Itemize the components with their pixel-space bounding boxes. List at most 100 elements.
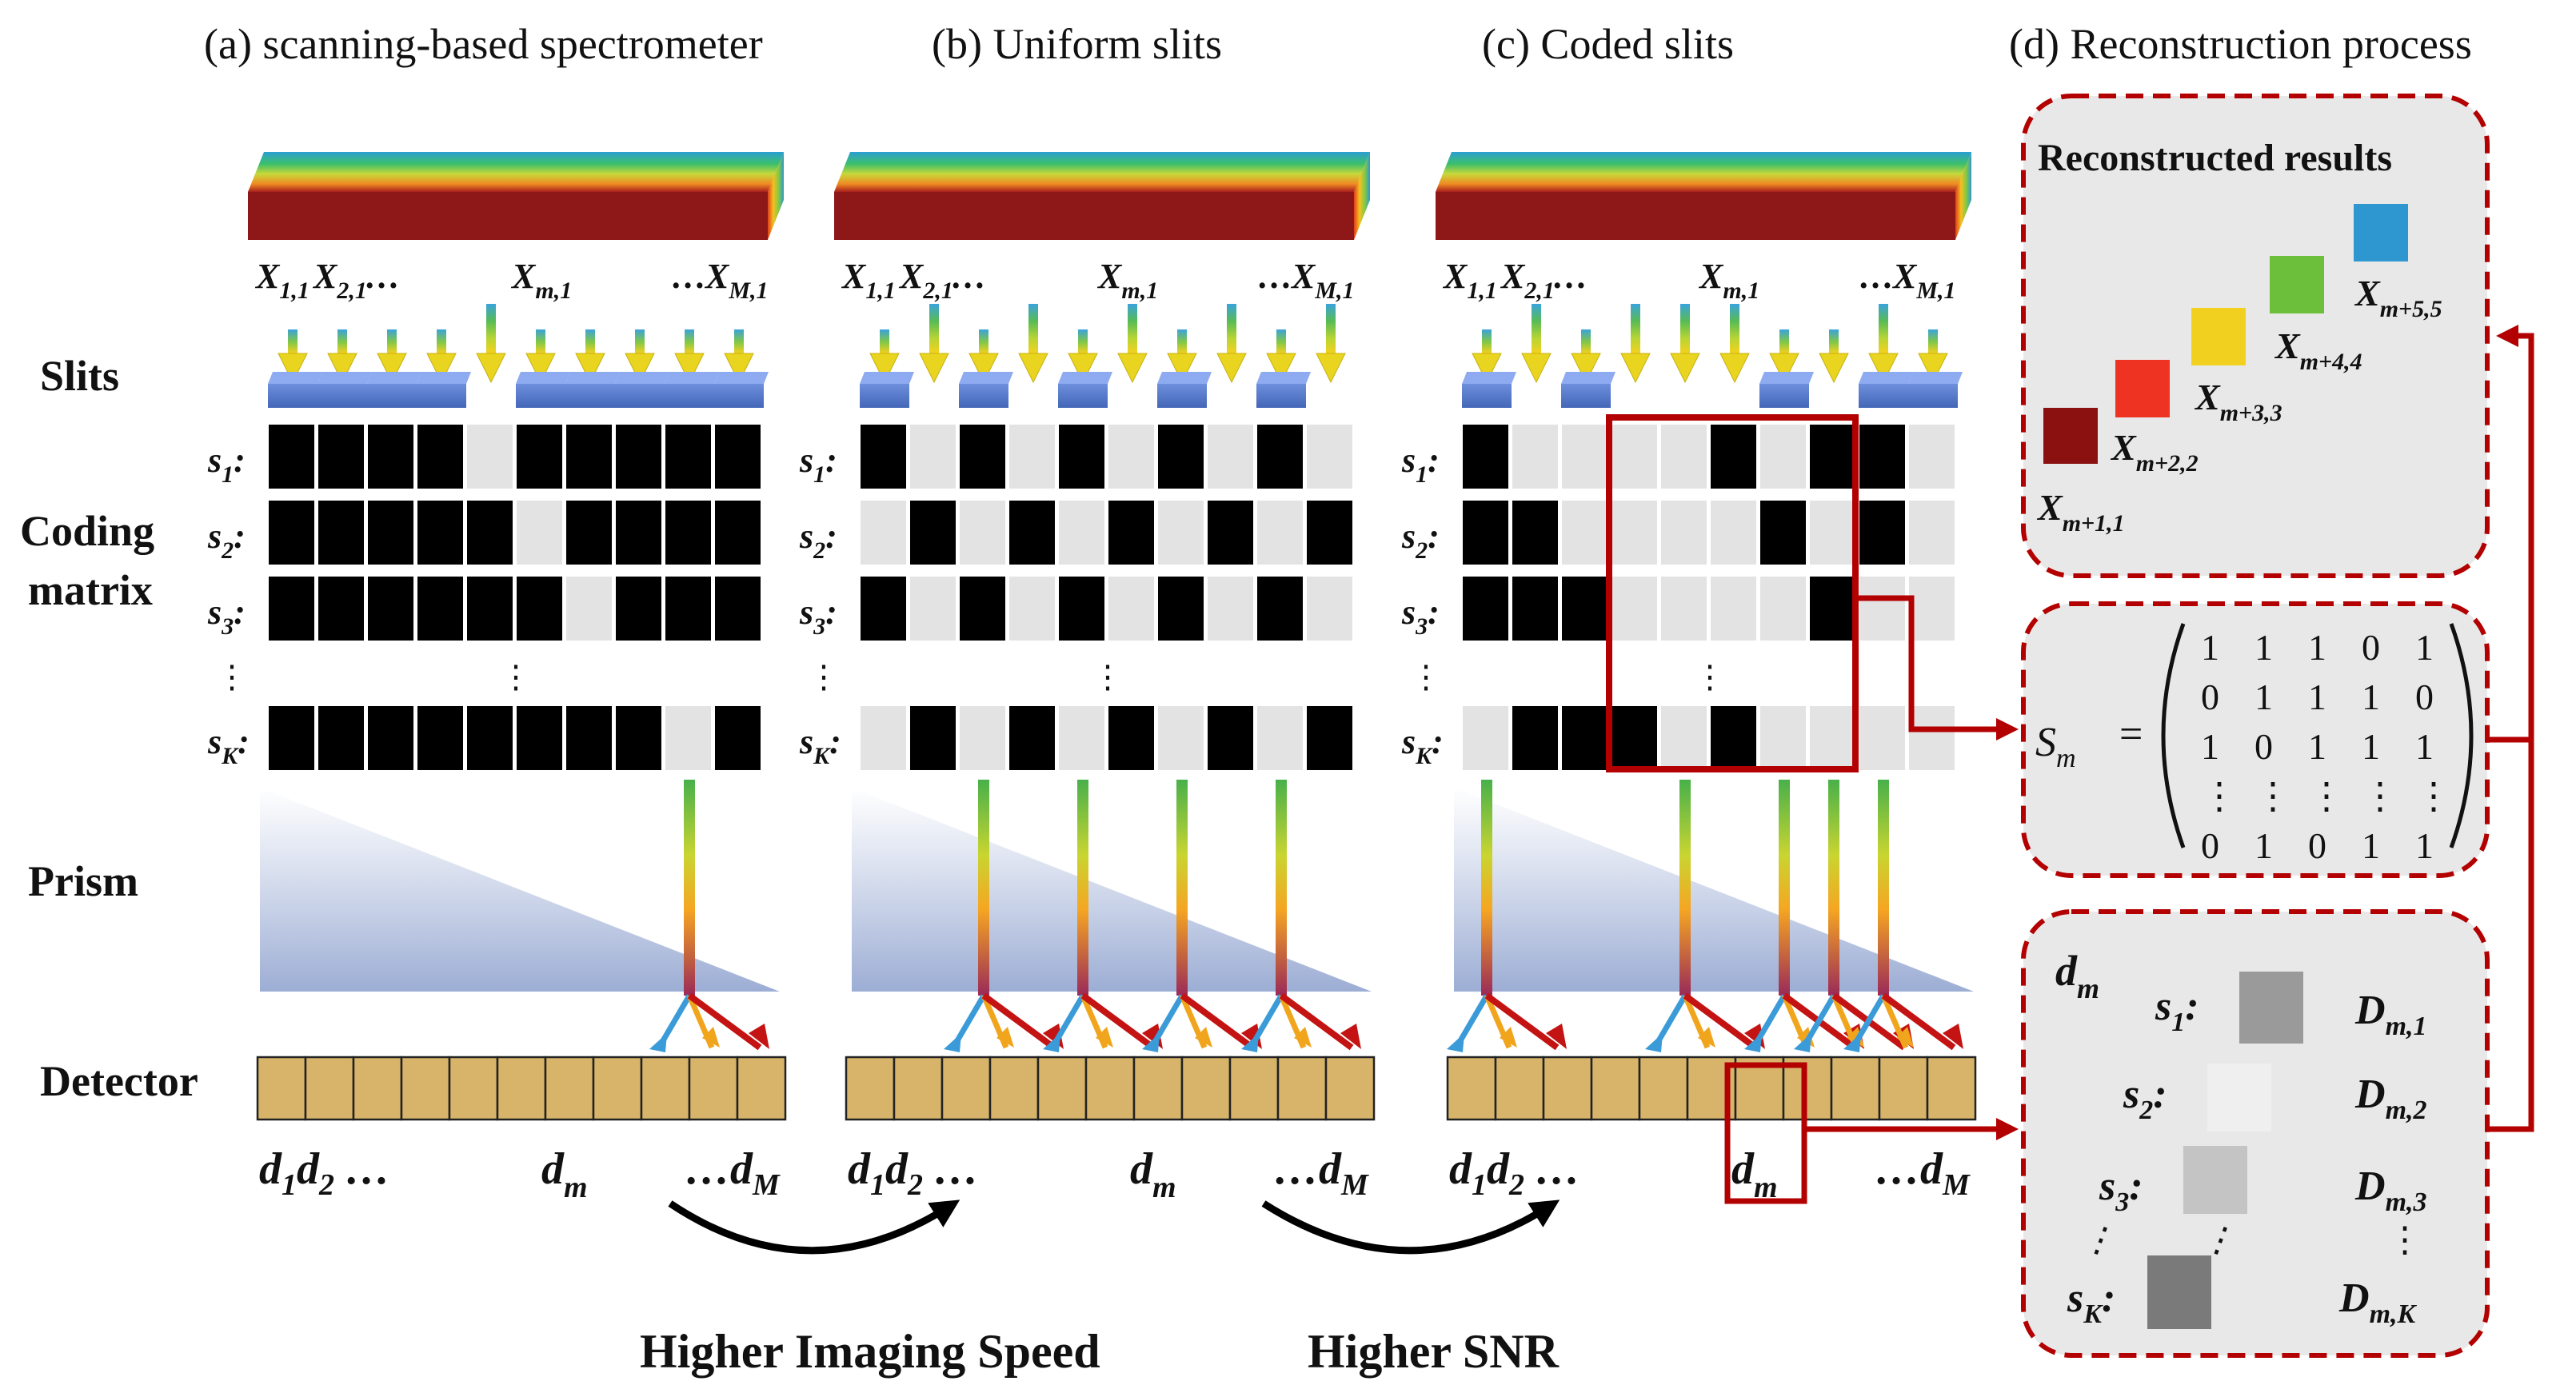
slit-light-arrowhead: [1316, 353, 1346, 384]
matrix-cell: 1: [2201, 726, 2219, 767]
code-cell: [317, 423, 365, 490]
slit-bar: [1859, 384, 1908, 408]
slit-bar-top: [417, 372, 471, 384]
measurement-box: [2021, 909, 2490, 1358]
slit-bar-top: [1256, 372, 1311, 384]
slit-bar-top: [860, 372, 914, 384]
disperse-blue-head: [1744, 1033, 1762, 1052]
cube-label-ellipsis-2: …: [1858, 257, 1893, 296]
matrix-cell: 1: [2254, 825, 2273, 866]
measure-D3-label: Dm,3: [2354, 1163, 2427, 1217]
code-cell: [1610, 423, 1659, 490]
matrix-lhs: Sm: [2035, 720, 2076, 773]
code-cell: [317, 575, 365, 642]
code-cell: [515, 704, 564, 772]
slit-bar: [1058, 384, 1108, 408]
detector-pixel-frame: [1724, 1062, 1807, 1204]
code-row-label-s2: s2:: [1401, 517, 1440, 564]
slit-light-arrow: [1227, 304, 1236, 353]
code-cell: [1858, 575, 1907, 642]
matrix-cell: 0: [2362, 627, 2380, 668]
detector-pixel: [304, 1056, 355, 1121]
cube-label-xM1: XM,1: [1290, 257, 1355, 304]
recon-label-1: Xm+1,1: [2036, 487, 2125, 537]
matrix-cell: 0: [2201, 825, 2219, 866]
code-cell: [465, 499, 514, 566]
code-row-label-s3: s3:: [1401, 593, 1440, 640]
code-cell: [416, 499, 465, 566]
matrix-cell: 1: [2415, 825, 2434, 866]
disperse-red: [981, 992, 1056, 1051]
slit-light-arrowhead: [278, 353, 308, 384]
slit-bar: [1462, 384, 1512, 408]
reconstructed-results-title: Reconstructed results: [2038, 137, 2392, 179]
matrix-cell: ⋮: [2415, 776, 2452, 816]
detector-pixel: [1132, 1056, 1184, 1121]
code-cell: [1511, 575, 1560, 642]
code-row-label-s1: s1:: [207, 441, 246, 488]
dispersed-beam: [1176, 780, 1188, 996]
cube-label-ellipsis: …: [1552, 257, 1587, 296]
matrix-left-paren: [2161, 623, 2186, 848]
slit-bar: [615, 384, 665, 408]
detector-pixel: [1542, 1056, 1593, 1121]
code-cell: [1610, 575, 1659, 642]
slit-light-arrow: [979, 329, 988, 353]
slit-bar: [1759, 384, 1809, 408]
recon-label-2: Xm+2,2: [2110, 427, 2199, 477]
slit-light-arrowhead: [1266, 353, 1296, 384]
detector-pixel: [256, 1056, 307, 1121]
matrix-cell: ⋮: [2362, 776, 2398, 816]
code-cell: [1759, 704, 1807, 772]
slit-light-arrowhead: [1719, 353, 1750, 384]
code-cell: [416, 423, 465, 490]
snr-curve-arrow: [1261, 1199, 1560, 1255]
code-cell: [1156, 575, 1205, 642]
higher-snr-label: Higher SNR: [1308, 1325, 1560, 1378]
code-cell: [1256, 575, 1304, 642]
slit-light-arrowhead: [1769, 353, 1799, 384]
code-cell: [267, 423, 316, 490]
panel-b-title: (b) Uniform slits: [932, 20, 1222, 68]
slit-light-arrow: [734, 329, 744, 353]
code-row-label-sK: sK:: [799, 722, 841, 769]
code-cell: [267, 575, 316, 642]
slit-bar-top: [1157, 372, 1212, 384]
code-cell: [1907, 423, 1956, 490]
disperse-red: [1881, 992, 1956, 1051]
cube-top-face: [834, 152, 1370, 192]
code-cell: [1008, 575, 1056, 642]
code-cell: [909, 704, 957, 772]
code-cell: [713, 423, 762, 490]
slit-light-arrow: [1177, 329, 1187, 353]
code-cell: [1709, 704, 1758, 772]
recon-patch-3: [2191, 308, 2246, 365]
recon-patch-2: [2115, 360, 2170, 417]
code-cell: [713, 575, 762, 642]
panel-d-title: (d) Reconstruction process: [2009, 20, 2472, 68]
code-cell: [1305, 423, 1354, 490]
row-label-coding: Coding: [20, 507, 154, 555]
code-cell: [1256, 499, 1304, 566]
disperse-red-head: [1340, 1024, 1361, 1049]
matrix-right-paren: [2449, 623, 2474, 848]
disperse-red: [1080, 992, 1156, 1051]
measure-patch-s1: [2239, 972, 2303, 1044]
detector-pixel: [400, 1056, 451, 1121]
measure-dm-label: dm: [2055, 947, 2099, 1004]
disperse-red-head: [1943, 1024, 1963, 1049]
slit-bar-top: [615, 372, 669, 384]
slit-light-arrow: [685, 329, 694, 353]
cube-label-x21: X2,1: [1500, 257, 1555, 304]
speed-curve-arrow: [668, 1199, 961, 1255]
detector-label-dM: …dM: [685, 1144, 781, 1202]
code-cell: [416, 704, 465, 772]
slit-light-arrow: [486, 304, 496, 353]
code-cell: [664, 423, 713, 490]
code-cell: [859, 499, 908, 566]
dispersed-beam: [1276, 780, 1287, 996]
slit-light-arrow: [1928, 329, 1938, 353]
code-cell: [909, 575, 957, 642]
